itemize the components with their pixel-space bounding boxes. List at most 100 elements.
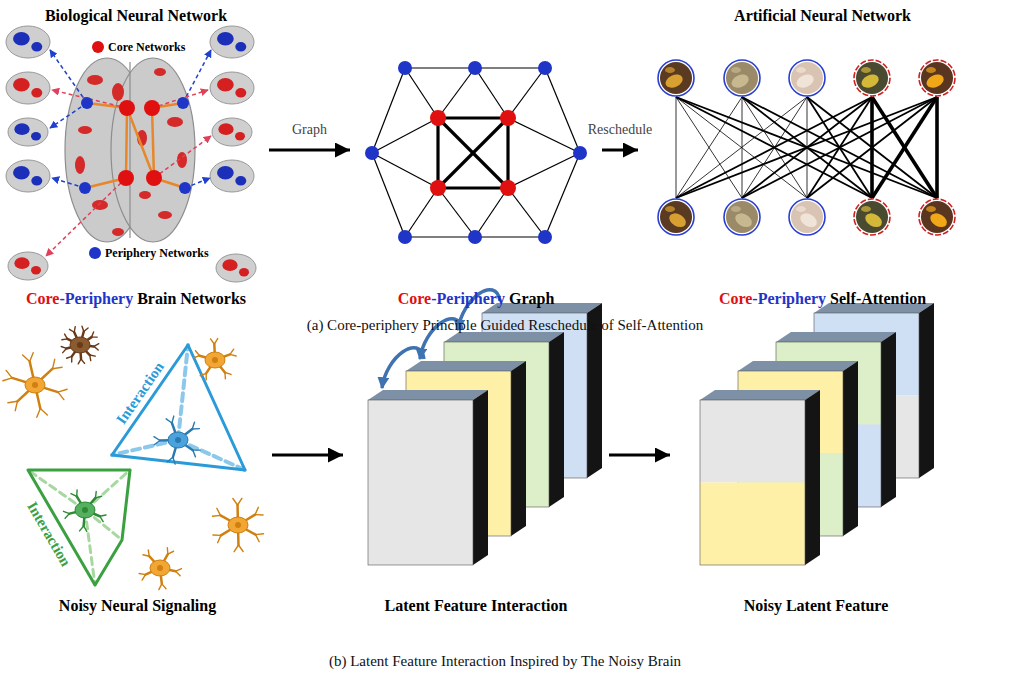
interaction-arrow (382, 348, 424, 388)
dendrite (238, 545, 243, 551)
dendrite (230, 354, 236, 356)
patch-object (924, 72, 945, 90)
dendrite (193, 449, 200, 450)
caption-row: Latent Feature Interaction (385, 596, 568, 616)
dendrite (40, 408, 47, 415)
figure-panel: Noisy Latent Feature (672, 318, 960, 640)
brain-activation (158, 211, 172, 219)
brain-activation (75, 156, 85, 174)
brain-activation (87, 75, 103, 85)
legend-text: Core Networks (108, 40, 185, 54)
dendrite (92, 336, 98, 337)
panel-title: Noisy Latent Feature (744, 596, 889, 616)
slice-activation (217, 32, 234, 45)
dendrite (67, 356, 72, 358)
feature-border (700, 400, 805, 565)
dendrite (23, 355, 30, 362)
nucleus (175, 437, 181, 443)
neuron (154, 416, 200, 464)
patch-object (796, 206, 806, 212)
dendrite (225, 373, 231, 375)
dendrite (30, 353, 34, 362)
dendrite (256, 535, 260, 542)
dendrite (94, 344, 99, 347)
slice-activation (31, 42, 42, 52)
patch-object (926, 67, 936, 73)
patch-object (861, 67, 871, 73)
feature-side (473, 390, 488, 565)
image-patch (789, 199, 825, 235)
core-dot (118, 170, 134, 186)
dendrite (95, 496, 101, 498)
core-vertex (500, 180, 516, 196)
patch-object (861, 206, 871, 212)
core-link (152, 108, 154, 178)
periphery-dot (79, 182, 91, 194)
brain-slice (8, 118, 48, 146)
brain-activation (139, 191, 151, 199)
dendrite (234, 545, 238, 552)
core-dot (144, 100, 160, 116)
patch-object (863, 211, 885, 230)
slice-activation (235, 88, 246, 98)
patch-object (665, 67, 675, 73)
graph-edge (508, 68, 545, 118)
dendrite (162, 584, 166, 589)
patch-object (733, 211, 755, 230)
core-edge (436, 118, 439, 188)
image-patch (919, 199, 955, 235)
graph-edge (508, 153, 580, 188)
slice-activation (239, 268, 249, 276)
panel-title: Noisy Neural Signaling (59, 596, 216, 616)
feature-side (549, 332, 564, 507)
caption-part: Self-Attention (830, 289, 926, 309)
flow-arrow (269, 149, 350, 152)
nucleus (157, 565, 163, 571)
dendrite (63, 348, 67, 352)
subfigure-caption: (a) Core-periphery Principle Guided Resc… (307, 316, 704, 334)
patch-object (928, 211, 950, 230)
subfigure-caption: (b) Latent Feature Interaction Inspired … (329, 652, 681, 670)
slice-activation (31, 132, 41, 140)
slice-activation (14, 257, 29, 269)
attention-link (676, 97, 872, 198)
dendrite (63, 511, 69, 513)
attention-link (676, 97, 742, 198)
feature-top (700, 390, 820, 400)
caption-row: Noisy Neural Signaling (59, 596, 216, 616)
image-patch (724, 199, 760, 235)
brain-midline (129, 62, 130, 238)
panel-title: Artificial Neural Network (734, 6, 911, 26)
dendrite (172, 416, 174, 423)
dendrite (71, 494, 77, 497)
patch-ground (854, 199, 890, 235)
slice-activation (13, 32, 30, 45)
feature-side (511, 361, 526, 536)
caption-row: Biological Neural Network (45, 6, 227, 26)
graph-edge (405, 236, 475, 237)
slice-activation (235, 176, 246, 186)
feature-map (368, 390, 488, 565)
attention-link (676, 97, 937, 198)
core-link (126, 108, 127, 178)
attention-link (807, 97, 937, 198)
patch-object (663, 72, 684, 90)
feature-top (738, 361, 858, 371)
feature-side (881, 332, 896, 507)
interaction-outline (112, 345, 245, 470)
neuron (3, 353, 67, 418)
caption-row: Core-PeripheryBrain Networks (26, 289, 246, 309)
patch-object (798, 211, 820, 230)
graph-edge (475, 68, 508, 118)
brain-slice (8, 252, 48, 280)
caption-part: Graph (509, 289, 554, 309)
token-ring (854, 60, 890, 96)
core-link (127, 108, 154, 178)
slice-activation (217, 78, 234, 91)
caption-row: Core-PeripheryGraph (398, 289, 555, 309)
core-vertex (430, 110, 446, 126)
legend-item: Core Networks (92, 40, 185, 54)
graph-edge (372, 68, 405, 153)
token-ring (919, 199, 955, 235)
brain-activation (78, 126, 92, 134)
